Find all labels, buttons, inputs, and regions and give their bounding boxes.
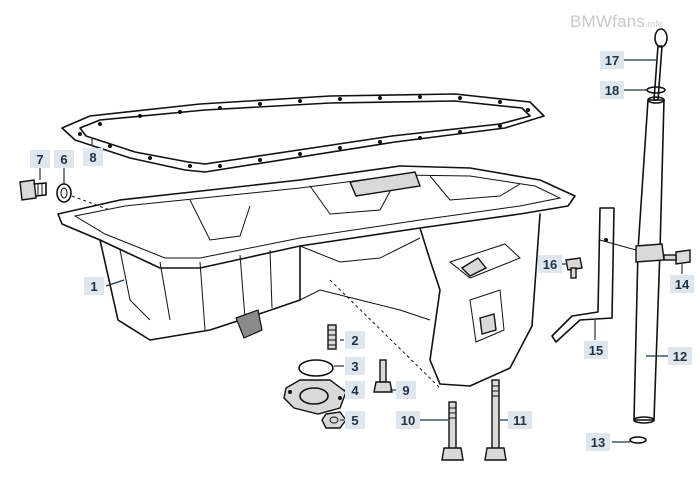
watermark-suffix: .info [645, 19, 664, 29]
callout-1: 1 [84, 277, 104, 295]
svg-text:8: 8 [89, 150, 96, 165]
dipstick-seal [646, 86, 666, 94]
svg-text:16: 16 [543, 257, 557, 272]
dipstick-guide-tube [633, 96, 665, 424]
stud [327, 324, 337, 350]
callout-4: 4 [345, 381, 365, 399]
svg-text:4: 4 [351, 383, 359, 398]
dipstick [653, 28, 668, 101]
svg-text:11: 11 [513, 413, 527, 428]
drain-plug [19, 179, 47, 201]
oil-pan-gasket [61, 93, 545, 173]
svg-text:12: 12 [673, 349, 687, 364]
long-bolt-b [484, 379, 507, 461]
watermark-brand: BMWfans [570, 12, 646, 31]
svg-text:13: 13 [591, 435, 605, 450]
callout-12: 12 [668, 347, 692, 365]
callout-14: 14 [670, 275, 694, 293]
drain-plug-axis [71, 195, 111, 211]
o-ring [298, 359, 334, 377]
callout-9: 9 [396, 381, 416, 399]
long-bolt-a [441, 401, 464, 461]
svg-text:17: 17 [605, 53, 619, 68]
callout-2: 2 [345, 331, 365, 349]
gasket-bolt-holes [78, 95, 530, 168]
svg-text:18: 18 [605, 83, 619, 98]
callout-10: 10 [396, 411, 420, 429]
callout-11: 11 [508, 411, 532, 429]
bracket-bolt [565, 257, 583, 279]
callout-16: 16 [538, 255, 562, 273]
callout-7: 7 [30, 150, 50, 168]
leader-lines [39, 59, 683, 443]
tube-o-ring [629, 436, 647, 444]
svg-text:15: 15 [589, 343, 603, 358]
support-bracket [551, 207, 637, 343]
tube-clamp-bolt [663, 249, 691, 265]
site-watermark: BMWfans.info [570, 12, 663, 32]
callout-13: 13 [586, 433, 610, 451]
callout-17: 17 [600, 51, 624, 69]
svg-text:9: 9 [402, 383, 409, 398]
cover-plate [283, 379, 347, 415]
callout-6: 6 [54, 150, 74, 168]
hex-nut [321, 411, 347, 429]
oil-pan [57, 165, 576, 389]
svg-text:10: 10 [401, 413, 415, 428]
hex-bolt-short [373, 359, 393, 393]
callout-15: 15 [584, 341, 608, 359]
svg-text:14: 14 [675, 277, 690, 292]
drain-plug-washer [56, 183, 72, 203]
svg-text:1: 1 [90, 279, 97, 294]
svg-text:5: 5 [351, 413, 358, 428]
callout-3: 3 [345, 357, 365, 375]
svg-text:3: 3 [351, 359, 358, 374]
svg-text:7: 7 [36, 152, 43, 167]
callout-18: 18 [600, 81, 624, 99]
svg-text:2: 2 [351, 333, 358, 348]
callout-8: 8 [83, 148, 103, 166]
callout-5: 5 [345, 411, 365, 429]
svg-text:6: 6 [60, 152, 67, 167]
